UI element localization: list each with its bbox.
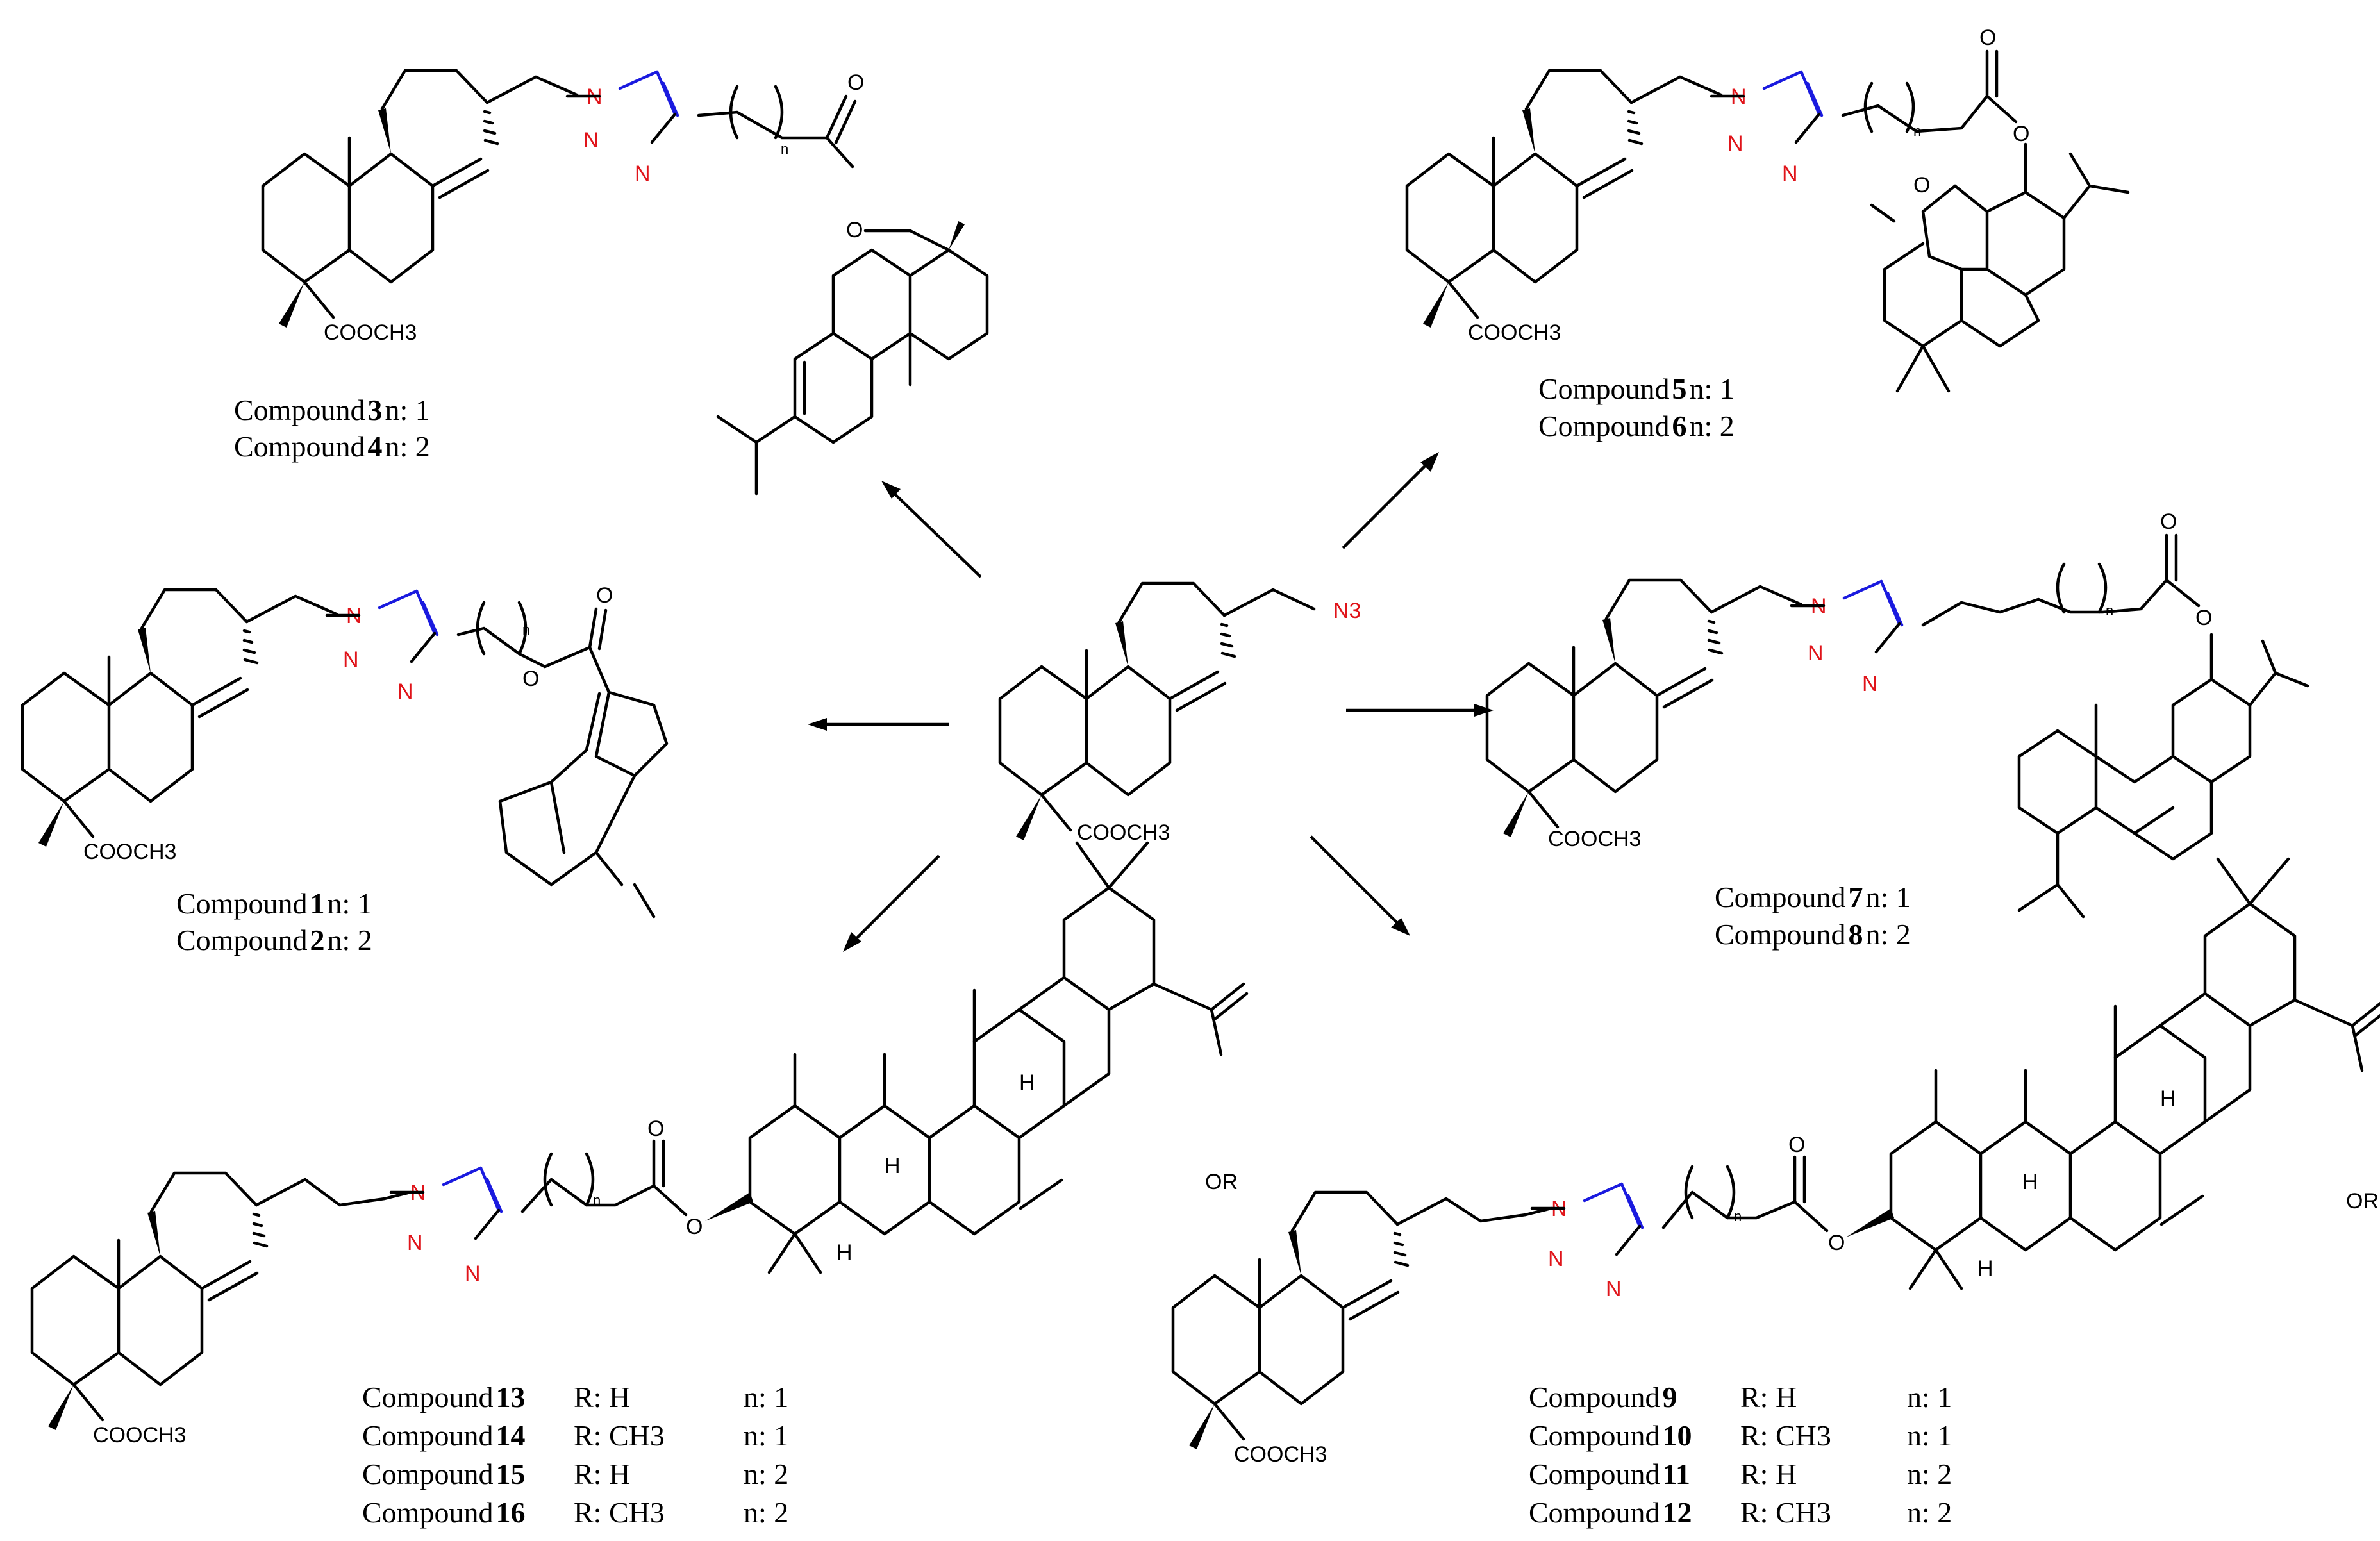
- structure-9-12: N N N n O O OR H H H COOCH3: [1173, 859, 2380, 1467]
- structure-5-6: N N N n O O O COOCH3: [1407, 26, 2130, 393]
- svg-text:Compound 11: Compound 11: [1529, 1458, 1690, 1490]
- svg-text:O: O: [2160, 510, 2177, 534]
- svg-text:N: N: [1862, 672, 1878, 696]
- svg-text:n: 2: n: 2: [744, 1458, 788, 1490]
- svg-text:O: O: [2013, 122, 2029, 146]
- svg-text:Compound 15: Compound 15: [362, 1458, 525, 1490]
- svg-text:O: O: [686, 1215, 703, 1239]
- svg-text:Compound 5 n: 1: Compound 5 n: 1: [1538, 372, 1735, 405]
- svg-text:Compound 4 n: 2: Compound 4 n: 2: [234, 430, 430, 463]
- arrow-to-9-12: [1310, 835, 1410, 936]
- arrow-to-7-8: [1346, 704, 1494, 717]
- structure-7-8: N N N n O O COOCH3: [1487, 510, 2309, 919]
- svg-text:Compound 12: Compound 12: [1529, 1496, 1692, 1529]
- svg-text:COOCH3: COOCH3: [83, 840, 176, 864]
- n3-label: N: [635, 162, 651, 186]
- svg-text:N: N: [1782, 162, 1798, 186]
- labels-3-4: Compound 3 n: 1 Compound 4 n: 2: [234, 394, 430, 463]
- svg-text:O: O: [1788, 1133, 1805, 1157]
- svg-text:O: O: [647, 1117, 664, 1141]
- svg-text:COOCH3: COOCH3: [1234, 1442, 1327, 1467]
- svg-text:Compound 9: Compound 9: [1529, 1381, 1677, 1413]
- svg-text:Compound 1 n: 1: Compound 1 n: 1: [176, 887, 372, 920]
- svg-text:R: H: R: H: [574, 1381, 630, 1413]
- svg-text:N: N: [465, 1262, 481, 1286]
- svg-text:n: 1: n: 1: [744, 1381, 788, 1413]
- svg-text:R: CH3: R: CH3: [1740, 1419, 1831, 1452]
- svg-text:COOCH3: COOCH3: [93, 1423, 186, 1447]
- arrow-to-3-4: [881, 481, 982, 578]
- svg-text:O: O: [846, 218, 863, 242]
- svg-text:n: 2: n: 2: [1907, 1458, 1952, 1490]
- structure-3-4: N N N n O O COOCH3: [263, 71, 989, 496]
- azide-label: N3: [1333, 599, 1361, 623]
- svg-text:OR: OR: [2346, 1189, 2379, 1213]
- svg-text:R: CH3: R: CH3: [574, 1419, 665, 1452]
- svg-text:Compound 8 n: 2: Compound 8 n: 2: [1715, 918, 1911, 951]
- svg-text:H: H: [1019, 1070, 1035, 1095]
- svg-text:COOCH3: COOCH3: [1548, 827, 1641, 851]
- svg-text:Compound 16: Compound 16: [362, 1496, 525, 1529]
- svg-text:H: H: [1977, 1256, 1993, 1281]
- svg-text:R: H: R: H: [574, 1458, 630, 1490]
- svg-text:Compound 2 n: 2: Compound 2 n: 2: [176, 924, 372, 956]
- svg-text:R: CH3: R: CH3: [574, 1496, 665, 1529]
- svg-text:N: N: [397, 679, 413, 704]
- svg-text:H: H: [2160, 1087, 2176, 1111]
- svg-text:N: N: [1808, 641, 1824, 665]
- svg-text:O: O: [596, 583, 613, 608]
- svg-text:O: O: [1828, 1231, 1845, 1255]
- ester-label: COOCH3: [1077, 820, 1170, 845]
- svg-text:Compound 13: Compound 13: [362, 1381, 525, 1413]
- svg-text:n: 1: n: 1: [1907, 1419, 1952, 1452]
- structure-1-2: N N N n O O COOCH3: [22, 583, 669, 919]
- arrow-to-1-2: [808, 718, 949, 731]
- svg-text:Compound 14: Compound 14: [362, 1419, 525, 1452]
- labels-9-12: Compound 9 Compound 10 Compound 11 Compo…: [1529, 1381, 1952, 1529]
- labels-7-8: Compound 7 n: 1 Compound 8 n: 2: [1715, 881, 1911, 951]
- svg-text:R: CH3: R: CH3: [1740, 1496, 1831, 1529]
- svg-text:OR: OR: [1205, 1170, 1238, 1194]
- svg-text:H: H: [885, 1154, 901, 1178]
- svg-text:N: N: [1548, 1247, 1564, 1271]
- labels-1-2: Compound 1 n: 1 Compound 2 n: 2: [176, 887, 372, 956]
- svg-text:O: O: [847, 71, 864, 95]
- svg-text:R: H: R: H: [1740, 1458, 1797, 1490]
- n2-label: N: [583, 128, 599, 153]
- arrow-to-5-6: [1342, 452, 1439, 549]
- svg-text:Compound 10: Compound 10: [1529, 1419, 1692, 1452]
- svg-text:O: O: [522, 667, 539, 691]
- svg-text:N: N: [1606, 1277, 1622, 1301]
- labels-13-16: Compound 13 Compound 14 Compound 15 Comp…: [362, 1381, 788, 1529]
- svg-text:n: 1: n: 1: [1907, 1381, 1952, 1413]
- labels-5-6: Compound 5 n: 1 Compound 6 n: 2: [1538, 372, 1735, 442]
- svg-text:O: O: [1913, 173, 1930, 197]
- svg-text:N: N: [1727, 131, 1743, 156]
- structure-13-16: N N N n O O OR H H H COOCH3: [32, 843, 1247, 1447]
- svg-text:n: 1: n: 1: [744, 1419, 788, 1452]
- svg-text:n: 2: n: 2: [1907, 1496, 1952, 1529]
- svg-text:COOCH3: COOCH3: [324, 321, 417, 345]
- svg-text:Compound 6 n: 2: Compound 6 n: 2: [1538, 410, 1735, 442]
- svg-text:n: n: [781, 141, 788, 157]
- starting-azide: N3 COOCH3: [1000, 583, 1361, 845]
- svg-text:COOCH3: COOCH3: [1468, 321, 1561, 345]
- svg-text:N: N: [343, 647, 359, 672]
- svg-text:n: n: [1734, 1208, 1742, 1224]
- arrow-to-13-16: [843, 854, 940, 952]
- svg-text:n: n: [522, 622, 530, 638]
- svg-text:N: N: [407, 1231, 423, 1255]
- svg-text:R: H: R: H: [1740, 1381, 1797, 1413]
- svg-text:O: O: [2195, 606, 2212, 630]
- svg-text:Compound 3 n: 1: Compound 3 n: 1: [234, 394, 430, 426]
- svg-text:n: 2: n: 2: [744, 1496, 788, 1529]
- svg-text:O: O: [1979, 26, 1996, 50]
- svg-text:Compound 7 n: 1: Compound 7 n: 1: [1715, 881, 1911, 913]
- svg-text:H: H: [836, 1240, 853, 1265]
- svg-text:H: H: [2022, 1170, 2038, 1194]
